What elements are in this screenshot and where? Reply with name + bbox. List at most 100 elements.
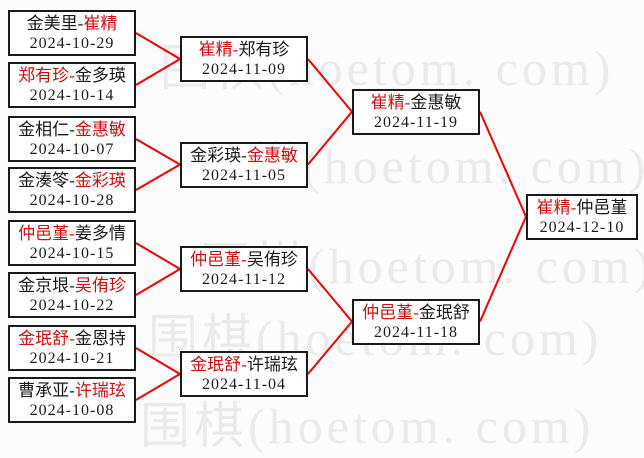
player-separator: - (69, 66, 75, 85)
match-date: 2024-11-09 (201, 61, 287, 78)
match-date: 2024-10-14 (29, 87, 115, 104)
player-separator: - (404, 92, 411, 112)
player-name: 许瑞玹 (246, 355, 298, 374)
match-date: 2024-10-22 (29, 297, 115, 314)
player-name: 金珉舒 (190, 355, 242, 374)
match-players: 曹承亚-许瑞玹 (10, 380, 134, 401)
player-separator: - (77, 14, 84, 33)
match-date: 2024-10-29 (29, 35, 115, 52)
player-name: 仲邑堇 (576, 197, 628, 217)
player-separator: - (69, 171, 75, 190)
match-players: 仲邑堇-吴侑珍 (182, 249, 306, 270)
connector-line (479, 216, 527, 322)
player-separator: - (69, 276, 75, 295)
player-name: 金彩瑛 (190, 145, 242, 165)
player-name: 崔精 (370, 92, 405, 112)
player-separator: - (69, 381, 75, 400)
player-name: 金彩瑛 (74, 171, 126, 190)
player-name: 仲邑堇 (190, 250, 242, 269)
player-separator: - (69, 329, 75, 348)
match-date: 2024-11-18 (373, 323, 459, 341)
connector-line (135, 163, 181, 191)
match-players: 金美里-崔精 (10, 13, 134, 34)
player-name: 金珉舒 (18, 329, 70, 348)
match-players: 仲邑堇-姜多情 (10, 223, 134, 244)
connector-line (135, 58, 181, 86)
connector-line (135, 347, 181, 375)
player-name: 崔精 (198, 40, 233, 59)
match-date: 2024-10-07 (29, 141, 115, 158)
player-name: 金京垠 (18, 276, 70, 295)
player-separator: - (232, 40, 239, 59)
player-name: 郑有珍 (18, 66, 70, 85)
player-separator: - (413, 302, 419, 322)
player-name: 金珉舒 (418, 302, 470, 322)
tournament-bracket: 围棋(hoetom. com)围棋(hoetom. com)围棋(hoetom.… (8, 10, 644, 454)
player-separator: - (69, 224, 75, 243)
player-name: 崔精 (536, 197, 571, 217)
bracket-connector-lines (135, 32, 527, 401)
player-name: 仲邑堇 (362, 302, 414, 322)
connector-line (479, 111, 527, 218)
match-date: 2024-12-10 (539, 218, 625, 236)
match-players: 金珉舒-金恩持 (10, 328, 134, 349)
match-players: 金京垠-吴侑珍 (10, 275, 134, 296)
match-date: 2024-10-28 (29, 192, 115, 209)
match-date: 2024-10-08 (29, 402, 115, 419)
player-name: 金美里 (26, 14, 78, 33)
match-players: 崔精-金惠敏 (354, 92, 478, 113)
player-name: 金惠敏 (410, 92, 462, 112)
connector-line (307, 320, 353, 375)
match-date: 2024-11-19 (373, 113, 459, 131)
player-name: 金多瑛 (74, 66, 126, 85)
match-players: 金湊笭-金彩瑛 (10, 170, 134, 191)
player-name: 金惠敏 (246, 145, 298, 165)
player-name: 吴侑珍 (246, 250, 298, 269)
player-name: 吴侑珍 (74, 276, 126, 295)
connector-line (135, 268, 181, 296)
connector-line (307, 268, 353, 323)
player-name: 姜多情 (74, 224, 126, 243)
player-name: 金惠敏 (74, 120, 126, 139)
connector-line (307, 58, 353, 113)
match-players: 金相仁-金惠敏 (10, 119, 134, 140)
match-players: 郑有珍-金多瑛 (10, 65, 134, 86)
connector-line (135, 32, 181, 60)
player-separator: - (241, 355, 247, 374)
match-date: 2024-11-04 (201, 376, 287, 393)
match-date: 2024-11-12 (201, 271, 287, 288)
match-date: 2024-10-21 (29, 350, 115, 367)
match-players: 金珉舒-许瑞玹 (182, 354, 306, 375)
player-separator: - (241, 145, 247, 165)
player-separator: - (570, 197, 577, 217)
player-name: 金湊笭 (18, 171, 70, 190)
player-name: 许瑞玹 (74, 381, 126, 400)
player-name: 崔精 (83, 14, 118, 33)
match-players: 金彩瑛-金惠敏 (182, 145, 306, 166)
player-separator: - (69, 120, 75, 139)
match-date: 2024-11-05 (201, 166, 287, 184)
match-players: 仲邑堇-金珉舒 (354, 302, 478, 323)
match-date: 2024-10-15 (29, 245, 115, 262)
connector-line (135, 373, 181, 401)
connector-line (135, 138, 181, 166)
player-name: 郑有珍 (238, 40, 290, 59)
player-name: 金恩持 (74, 329, 126, 348)
connector-line (135, 242, 181, 270)
match-players: 崔精-郑有珍 (182, 39, 306, 60)
player-name: 金相仁 (18, 120, 70, 139)
